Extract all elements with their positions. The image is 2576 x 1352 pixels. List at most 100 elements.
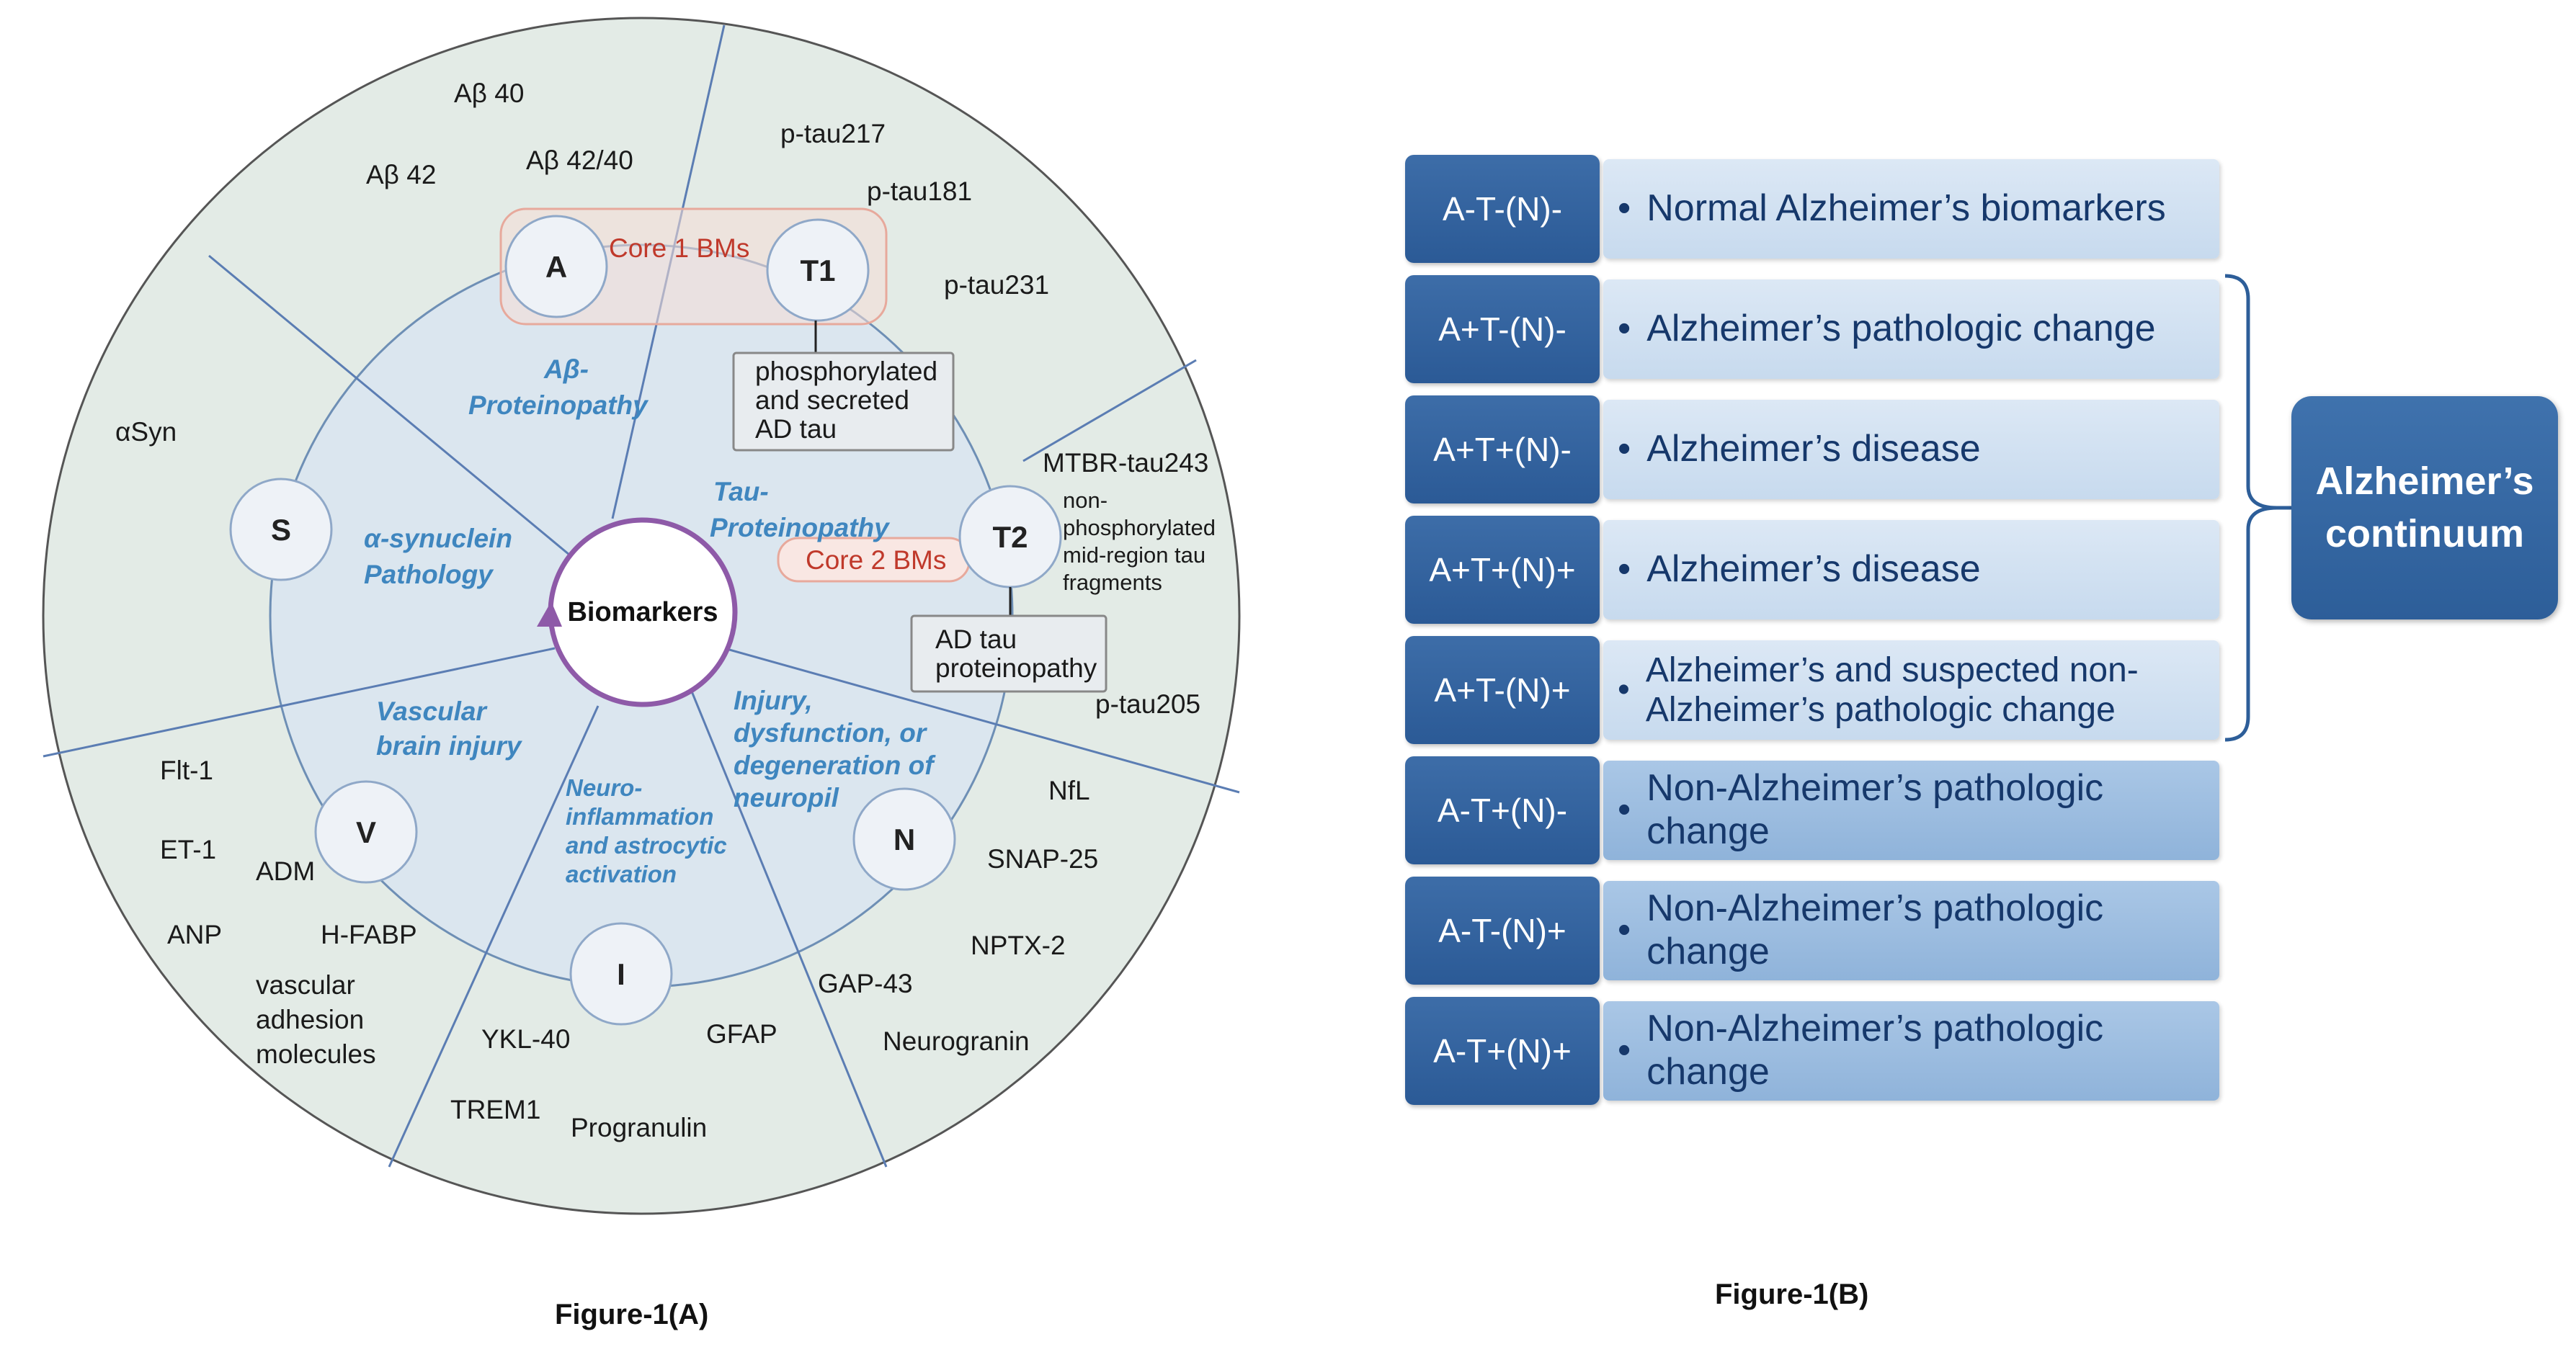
cat-inj-line2: dysfunction, or xyxy=(734,718,928,748)
atn-code: A+T+(N)+ xyxy=(1405,516,1600,624)
atn-row: A-T-(N)+ •Non-Alzheimer’s pathologic cha… xyxy=(1405,877,2219,985)
atn-code: A+T-(N)- xyxy=(1405,275,1600,383)
bm-ptau217: p-tau217 xyxy=(780,119,886,148)
cat-neuro-line1: Neuro- xyxy=(566,774,642,801)
atn-description-text: Alzheimer’s disease xyxy=(1646,428,1981,470)
cat-neuro-line2: inflammation xyxy=(566,803,713,830)
alzheimers-continuum-box: Alzheimer’s continuum xyxy=(2291,396,2558,619)
center-label: Biomarkers xyxy=(567,597,718,627)
node-I: I xyxy=(569,922,673,1026)
bm-nfl: NfL xyxy=(1048,776,1090,805)
bm-mtbr: MTBR-tau243 xyxy=(1043,448,1208,478)
bm-np-line3: mid-region tau xyxy=(1063,542,1205,568)
bm-asyn: αSyn xyxy=(115,417,177,447)
figure-b-caption: Figure-1(B) xyxy=(1715,1279,1869,1310)
bm-anp: ANP xyxy=(167,920,222,949)
cat-abeta-line2: Proteinopathy xyxy=(468,390,649,420)
cat-inj-line4: neuropil xyxy=(734,783,839,812)
node-T1-label: T1 xyxy=(800,254,835,287)
t1-tag-line1: phosphorylated xyxy=(755,357,937,386)
atn-code: A+T+(N)- xyxy=(1405,395,1600,503)
atn-description: •Non-Alzheimer’s pathologic change xyxy=(1603,1001,2219,1101)
cat-inj-line1: Injury, xyxy=(734,686,813,715)
bm-np-line1: non- xyxy=(1063,488,1107,513)
sector-dividers xyxy=(43,24,1240,1168)
atn-description-text: Non-Alzheimer’s pathologic change xyxy=(1646,1008,2104,1093)
bm-nptx2: NPTX-2 xyxy=(971,931,1066,960)
cat-syn-line2: Pathology xyxy=(364,560,494,589)
node-S-label: S xyxy=(271,513,291,547)
node-T2: T2 xyxy=(958,485,1062,588)
t1-tag-line3: AD tau xyxy=(755,414,837,444)
figure-a-caption: Figure-1(A) xyxy=(555,1299,708,1330)
atn-description-text: Non-Alzheimer’s pathologic change xyxy=(1646,887,2104,972)
atn-description-text: Alzheimer’s disease xyxy=(1646,548,1981,591)
atn-code: A+T-(N)+ xyxy=(1405,636,1600,744)
atn-description: •Normal Alzheimer’s biomarkers xyxy=(1603,159,2219,259)
bm-neurogranin: Neurogranin xyxy=(883,1026,1030,1056)
node-T1: T1 xyxy=(766,218,870,322)
t2-tag-line2: proteinopathy xyxy=(935,653,1097,683)
bm-vam-line2: adhesion xyxy=(256,1005,364,1034)
bm-ptau231: p-tau231 xyxy=(944,270,1049,300)
t1-tag-box xyxy=(732,352,955,452)
node-I-label: I xyxy=(617,957,625,991)
continuum-brace xyxy=(2224,274,2295,742)
cat-inj-line3: degeneration of xyxy=(734,751,936,780)
atn-row: A-T+(N)+ •Non-Alzheimer’s pathologic cha… xyxy=(1405,997,2219,1105)
bm-hfabp: H-FABP xyxy=(321,920,417,949)
atn-description-text: Non-Alzheimer’s pathologic change xyxy=(1646,767,2104,852)
continuum-line2: continuum xyxy=(2325,512,2524,555)
atn-description: •Alzheimer’s and suspected non-Alzheimer… xyxy=(1603,640,2219,740)
bm-adm: ADM xyxy=(256,856,315,886)
center-arrow xyxy=(537,601,562,627)
node-T2-label: T2 xyxy=(992,520,1028,554)
atn-description: •Alzheimer’s disease xyxy=(1603,520,2219,619)
cat-neuro-line4: activation xyxy=(566,861,677,887)
node-A: A xyxy=(504,215,608,318)
atn-description: •Non-Alzheimer’s pathologic change xyxy=(1603,761,2219,860)
atn-code: A-T-(N)+ xyxy=(1405,877,1600,985)
bm-np-line4: fragments xyxy=(1063,570,1162,595)
cat-tau-line2: Proteinopathy xyxy=(710,513,891,542)
atn-row: A+T+(N)- •Alzheimer’s disease xyxy=(1405,395,2219,503)
bm-ab4240: Aβ 42/40 xyxy=(526,146,633,175)
bm-et1: ET-1 xyxy=(160,835,216,864)
bm-ab42: Aβ 42 xyxy=(366,160,436,189)
atn-description: •Non-Alzheimer’s pathologic change xyxy=(1603,881,2219,980)
atn-description: •Alzheimer’s disease xyxy=(1603,400,2219,499)
bm-ykl40: YKL-40 xyxy=(481,1024,570,1054)
cat-neuro-line3: and astrocytic xyxy=(566,832,727,859)
bm-trem1: TREM1 xyxy=(450,1095,540,1124)
cat-syn-line1: α-synuclein xyxy=(364,524,512,553)
cat-vasc-line1: Vascular xyxy=(376,697,488,726)
bm-ptau181: p-tau181 xyxy=(867,176,972,206)
bm-gap43: GAP-43 xyxy=(818,969,913,998)
atn-description-text: Normal Alzheimer’s biomarkers xyxy=(1646,187,2166,230)
node-V-label: V xyxy=(356,815,376,849)
bm-progranulin: Progranulin xyxy=(571,1113,707,1142)
node-N-label: N xyxy=(893,823,915,856)
bm-np-line2: phosphorylated xyxy=(1063,515,1216,540)
node-A-label: A xyxy=(545,250,567,284)
atn-description: •Alzheimer’s pathologic change xyxy=(1603,279,2219,379)
cat-vasc-line2: brain injury xyxy=(376,731,523,761)
core2-label: Core 2 BMs xyxy=(806,545,946,575)
atn-row: A-T+(N)- •Non-Alzheimer’s pathologic cha… xyxy=(1405,756,2219,864)
atn-code: A-T+(N)+ xyxy=(1405,997,1600,1105)
core1-label: Core 1 BMs xyxy=(609,233,749,263)
bm-ab40: Aβ 40 xyxy=(454,79,524,108)
bm-snap25: SNAP-25 xyxy=(987,844,1098,874)
bm-gfap: GFAP xyxy=(706,1019,777,1049)
node-S: S xyxy=(229,478,333,581)
t1-tag-line2: and secreted xyxy=(755,385,909,415)
atn-description-text: Alzheimer’s and suspected non-Alzheimer’… xyxy=(1645,650,2139,729)
bm-vam-line1: vascular xyxy=(256,970,355,1000)
atn-row: A+T+(N)+ •Alzheimer’s disease xyxy=(1405,516,2219,624)
cat-tau-line1: Tau- xyxy=(713,477,769,506)
cat-abeta-line1: Aβ- xyxy=(543,354,589,384)
t2-tag-line1: AD tau xyxy=(935,624,1017,654)
t2-tag-box xyxy=(910,614,1107,693)
bm-flt1: Flt-1 xyxy=(160,756,213,785)
bm-vam-line3: molecules xyxy=(256,1039,376,1069)
